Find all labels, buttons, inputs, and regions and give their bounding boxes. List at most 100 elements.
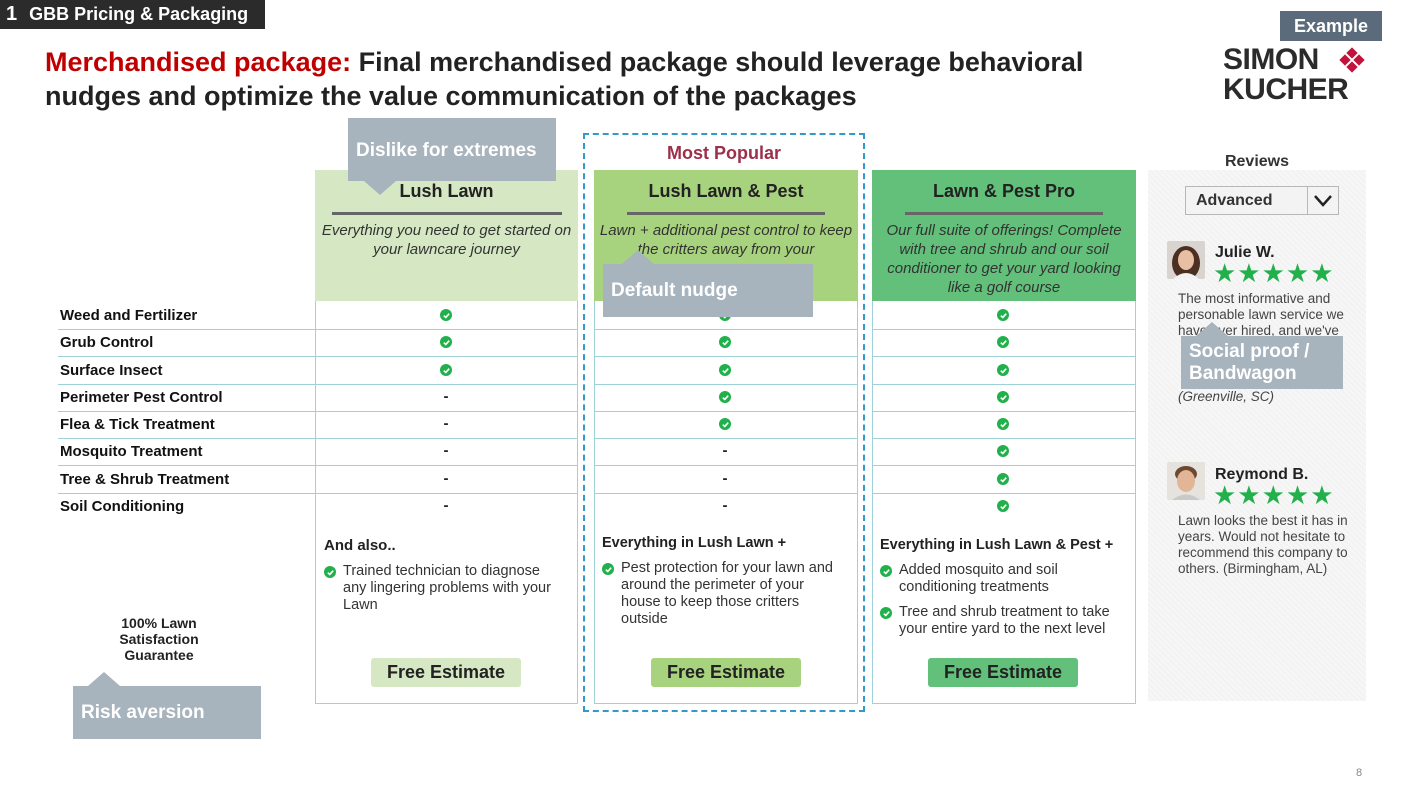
free-estimate-button-lush-lawn-pest[interactable]: Free Estimate [651,658,801,687]
package-name: Lush Lawn & Pest [648,181,804,201]
check-circle-icon [719,418,731,430]
row-divider [594,356,858,357]
callout-pointer [364,181,396,195]
callout-pointer [88,672,120,686]
not-included-dash: - [722,442,728,459]
package-header: Lush Lawn Everything you need to get sta… [315,170,578,301]
page-title: Merchandised package: Final merchandised… [45,45,1145,113]
most-popular-highlight [583,133,865,712]
check-circle-icon [997,336,1009,348]
extras-title: Everything in Lush Lawn + [602,535,787,551]
callout-social-proof: Social proof / Bandwagon [1181,336,1343,389]
row-divider [58,493,315,494]
check-circle-icon [719,336,731,348]
check-circle-icon [719,391,731,403]
feature-row-label: Tree & Shrub Treatment [60,471,230,488]
package-header: Lawn & Pest Pro Our full suite of offeri… [872,170,1136,301]
extras-lush-lawn: And also.. Trained technician to diagnos… [324,537,564,614]
section-number: 1 [6,3,18,25]
package-body [315,301,578,704]
package-body [594,301,858,704]
title-text: Final merchandised package should levera… [45,47,1084,111]
free-estimate-button-lush-lawn[interactable]: Free Estimate [371,658,521,687]
row-divider [315,329,578,330]
extras-text: Trained technician to diagnose any linge… [343,563,551,613]
check-circle-icon [880,565,892,577]
not-included-dash: - [443,497,449,514]
review-location: (Greenville, SC) [1178,389,1275,404]
extras-item: Tree and shrub treatment to take your en… [880,604,1125,638]
title-accent: Merchandised package: [45,47,352,77]
check-circle-icon [440,364,452,376]
row-divider [872,384,1136,385]
extras-lush-lawn-pest: Everything in Lush Lawn + Pest protectio… [602,535,847,628]
header-divider [627,212,825,215]
reviews-filter-value: Advanced [1186,187,1307,214]
row-divider [58,438,315,439]
feature-row-label: Mosquito Treatment [60,443,203,460]
check-circle-icon [602,563,614,575]
package-name: Lawn & Pest Pro [932,181,1076,201]
check-circle-icon [440,309,452,321]
feature-row-label: Perimeter Pest Control [60,389,223,406]
row-divider [58,465,315,466]
reviewer-name: Reymond B. [1215,466,1309,483]
free-estimate-button-lawn-pest-pro[interactable]: Free Estimate [928,658,1078,687]
row-divider [315,465,578,466]
extras-item: Trained technician to diagnose any linge… [324,563,564,614]
check-circle-icon [324,566,336,578]
row-divider [872,493,1136,494]
extras-text: Pest protection for your lawn and around… [621,560,833,627]
package-name: Lush Lawn [399,181,494,201]
feature-row-label: Flea & Tick Treatment [60,416,215,433]
not-included-dash: - [722,470,728,487]
row-divider [315,356,578,357]
row-divider [872,329,1136,330]
extras-item: Added mosquito and soil conditioning tre… [880,562,1125,596]
row-divider [872,356,1136,357]
row-divider [594,438,858,439]
star-rating: ★★★★★ [1213,480,1335,510]
row-divider [315,384,578,385]
star-rating: ★★★★★ [1213,258,1335,288]
not-included-dash: - [443,415,449,432]
logo-line-1: SIMON [1223,43,1319,76]
not-included-dash: - [443,470,449,487]
row-divider [58,356,315,357]
most-popular-label: Most Popular [666,143,781,163]
row-divider [58,329,315,330]
row-divider [315,493,578,494]
row-divider [58,411,315,412]
feature-row-label: Weed and Fertilizer [60,307,198,324]
extras-item: Pest protection for your lawn and around… [602,560,847,628]
check-circle-icon [997,500,1009,512]
check-circle-icon [997,473,1009,485]
feature-row-label: Surface Insect [60,362,163,379]
review-text: Lawn looks the best it has in years. Wou… [1178,513,1348,576]
callout-dislike-for-extremes: Dislike for extremes [348,118,556,181]
row-divider [594,411,858,412]
extras-text: Tree and shrub treatment to take your en… [899,604,1110,637]
row-divider [594,493,858,494]
not-included-dash: - [443,442,449,459]
chevron-down-icon[interactable] [1307,187,1338,214]
row-divider [58,384,315,385]
row-divider [872,411,1136,412]
check-circle-icon [997,418,1009,430]
callout-risk-aversion: Risk aversion [73,686,261,739]
check-circle-icon [997,445,1009,457]
reviewer-avatar [1167,241,1205,279]
reviews-filter-select[interactable]: Advanced [1185,186,1339,215]
extras-title: Everything in Lush Lawn & Pest + [880,537,1114,553]
feature-row-label: Soil Conditioning [60,498,185,515]
section-tag: 1 GBB Pricing & Packaging [0,0,265,29]
row-divider [872,465,1136,466]
reviews-title: Reviews [1224,153,1290,170]
section-label: GBB Pricing & Packaging [29,4,249,24]
check-circle-icon [880,607,892,619]
header-divider [331,212,562,215]
feature-row-label: Grub Control [60,334,154,351]
callout-pointer [1196,322,1228,336]
row-divider [315,438,578,439]
check-circle-icon [440,336,452,348]
